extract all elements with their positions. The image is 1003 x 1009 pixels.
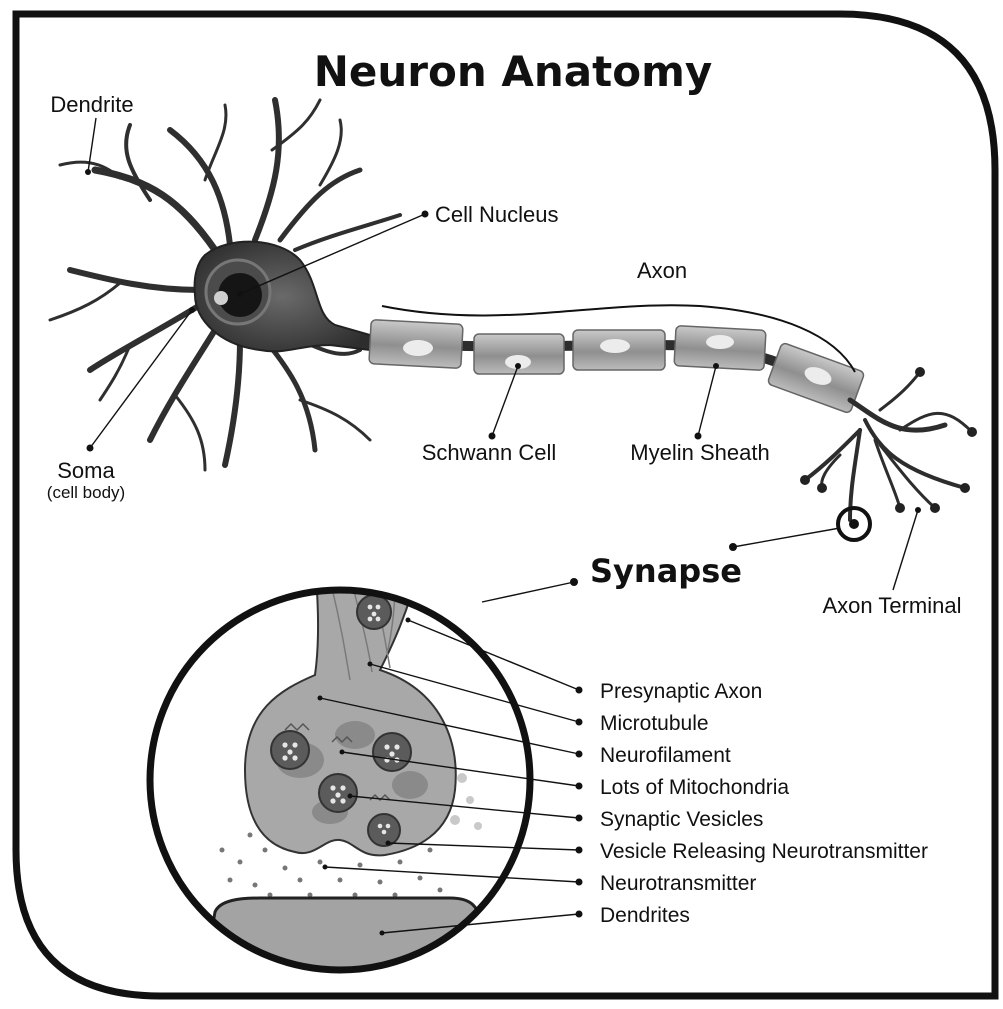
diagram-title: Neuron Anatomy: [314, 47, 712, 96]
label-vesicle-releasing: Vesicle Releasing Neurotransmitter: [600, 840, 928, 863]
label-microtubule: Microtubule: [600, 712, 709, 735]
label-axon-terminal: Axon Terminal: [823, 593, 962, 618]
label-soma-sub: (cell body): [47, 483, 125, 502]
label-cell-nucleus: Cell Nucleus: [435, 202, 559, 227]
label-soma: Soma: [57, 458, 115, 483]
myelin-segments: [369, 320, 865, 414]
label-presynaptic-axon: Presynaptic Axon: [600, 680, 762, 703]
synapse-zoom: [150, 560, 530, 980]
leader-axon-terminal: [893, 510, 918, 590]
label-axon: Axon: [637, 258, 687, 283]
label-dendrite: Dendrite: [50, 92, 133, 117]
label-dendrites: Dendrites: [600, 904, 690, 927]
leader-synapse-zoom: [482, 582, 574, 602]
label-neurofilament: Neurofilament: [600, 744, 731, 767]
leader-myelin-sheath: [698, 366, 716, 436]
leader-schwann-cell: [492, 366, 518, 436]
nucleolus: [214, 291, 228, 305]
label-myelin-sheath: Myelin Sheath: [630, 440, 769, 465]
label-schwann-cell: Schwann Cell: [422, 440, 557, 465]
label-neurotransmitter: Neurotransmitter: [600, 872, 756, 895]
label-mitochondria: Lots of Mitochondria: [600, 776, 789, 799]
leader-synapse: [733, 528, 840, 547]
label-synapse: Synapse: [590, 552, 742, 590]
neuron-illustration: [50, 100, 977, 540]
label-synaptic-vesicles: Synaptic Vesicles: [600, 808, 763, 831]
leader-soma: [90, 310, 192, 448]
